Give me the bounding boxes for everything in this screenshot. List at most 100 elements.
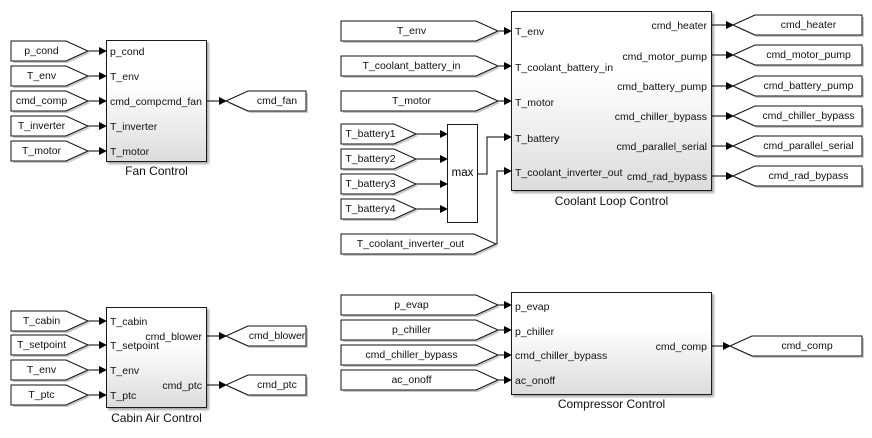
from-tag-ac-onoff[interactable]: [340, 369, 500, 392]
wire: [478, 133, 512, 175]
from-tag-t-env[interactable]: [10, 359, 90, 382]
cabin-air-control-title: Cabin Air Control: [111, 411, 202, 425]
from-tag-t-cabin[interactable]: [10, 310, 90, 333]
goto-tag-cmd-rad-bypass-label: cmd_rad_bypass: [768, 170, 849, 182]
goto-tag-cmd-blower-label: cmd_blower: [248, 330, 306, 342]
goto-tag-cmd-fan[interactable]: [224, 90, 308, 113]
goto-tag-cmd-chiller-bypass-label: cmd_chiller_bypass: [762, 110, 855, 122]
from-tag-t-env[interactable]: [340, 20, 500, 43]
from-tag-t-battery4-label: T_battery4: [345, 203, 396, 215]
cabin-in-port-t-ptc: T_ptc: [110, 390, 137, 402]
compressor-in-port-p-evap: p_evap: [515, 301, 550, 313]
goto-tag-cmd-motor-pump-label: cmd_motor_pump: [766, 49, 851, 61]
from-tag-t-ptc[interactable]: [10, 384, 90, 407]
coolant-in-port-t-env: T_env: [515, 26, 545, 38]
from-tag-t-inverter[interactable]: [10, 115, 90, 138]
cabin-in-port-t-cabin: T_cabin: [110, 316, 148, 328]
from-tag-t-battery2-label: T_battery2: [345, 153, 396, 165]
from-tag-t-setpoint-label: T_setpoint: [16, 339, 67, 351]
fan-control-title: Fan Control: [125, 164, 188, 178]
from-tag-t-coolant-battery-in-label: T_coolant_battery_in: [362, 60, 461, 72]
from-tag-cmd-chiller-bypass-label: cmd_chiller_bypass: [365, 349, 458, 361]
from-tag-t-motor-label: T_motor: [21, 145, 62, 157]
cabin-out-port-cmd-ptc: cmd_ptc: [162, 380, 202, 392]
from-tag-t-motor[interactable]: [340, 90, 500, 113]
from-tag-t-env-label: T_env: [26, 364, 57, 376]
goto-tag-cmd-ptc-label: cmd_ptc: [257, 379, 297, 391]
compressor-in-port-p-chiller: p_chiller: [515, 326, 555, 338]
coolant-loop-control-block[interactable]: T_env T_coolant_battery_in T_motor T_bat…: [511, 11, 712, 191]
goto-tag-cmd-rad-bypass[interactable]: [731, 165, 864, 188]
goto-tag-cmd-fan-label: cmd_fan: [256, 95, 298, 107]
cabin-out-port-cmd-blower: cmd_blower: [145, 331, 202, 343]
signal-wires: [88, 21, 734, 399]
from-tag-t-battery1[interactable]: [340, 123, 418, 146]
from-tag-ac-onoff-label: ac_onoff: [391, 374, 432, 386]
goto-tag-cmd-battery-pump-label: cmd_battery_pump: [763, 80, 854, 92]
fan-in-port-cmd-comp: cmd_comp: [110, 96, 162, 108]
from-tag-t-cabin-label: T_cabin: [22, 315, 61, 327]
coolant-loop-control-title: Coolant Loop Control: [554, 194, 669, 208]
from-tag-cmd-comp[interactable]: [10, 90, 90, 113]
goto-tag-cmd-parallel-serial-label: cmd_parallel_serial: [763, 140, 854, 152]
from-tag-p-chiller-label: p_chiller: [391, 324, 432, 336]
fan-in-port-t-inverter: T_inverter: [110, 121, 158, 133]
from-tag-t-coolant-battery-in[interactable]: [340, 55, 500, 78]
fan-out-port-cmd-fan: cmd_fan: [161, 96, 202, 108]
from-tag-p-evap-label: p_evap: [394, 299, 429, 311]
cabin-in-port-t-env: T_env: [110, 365, 140, 377]
wire: [496, 167, 512, 245]
goto-tag-cmd-ptc[interactable]: [224, 374, 308, 397]
from-tag-t-battery3[interactable]: [340, 173, 418, 196]
from-tag-cmd-chiller-bypass[interactable]: [340, 344, 500, 367]
goto-tag-cmd-comp-label: cmd_comp: [781, 340, 833, 352]
compressor-control-title: Compressor Control: [557, 397, 666, 411]
goto-tag-cmd-parallel-serial[interactable]: [731, 135, 864, 158]
compressor-out-port-cmd-comp: cmd_comp: [655, 341, 707, 353]
from-tag-t-motor-label: T_motor: [391, 95, 432, 107]
from-tag-p-cond-label: p_cond: [24, 45, 59, 57]
fan-control-block[interactable]: p_cond T_env cmd_comp T_inverter T_motor…: [106, 40, 207, 162]
from-tag-t-inverter-label: T_inverter: [17, 120, 66, 132]
from-tag-t-env-label: T_env: [26, 70, 57, 82]
coolant-out-port-cmd-battery-pump: cmd_battery_pump: [617, 81, 707, 93]
fan-in-port-t-env: T_env: [110, 71, 140, 83]
compressor-in-port-cmd-chiller-bypass: cmd_chiller_bypass: [515, 350, 608, 362]
cabin-air-control-block[interactable]: T_cabin T_setpoint T_env T_ptc cmd_blowe…: [106, 307, 207, 408]
from-tag-t-ptc-label: T_ptc: [28, 389, 55, 401]
compressor-control-block[interactable]: p_evap p_chiller cmd_chiller_bypass ac_o…: [511, 292, 712, 395]
signal-tags: [10, 14, 864, 407]
coolant-in-port-t-coolant-battery-in: T_coolant_battery_in: [515, 62, 614, 74]
goto-tag-cmd-heater[interactable]: [731, 14, 864, 37]
from-tag-t-setpoint[interactable]: [10, 334, 90, 357]
from-tag-p-cond[interactable]: [10, 40, 90, 63]
goto-tag-cmd-chiller-bypass[interactable]: [731, 105, 864, 128]
from-tag-t-motor[interactable]: [10, 140, 90, 163]
coolant-out-port-cmd-rad-bypass: cmd_rad_bypass: [627, 171, 707, 183]
goto-tag-cmd-blower[interactable]: [224, 325, 308, 348]
fan-in-port-p-cond: p_cond: [110, 46, 145, 58]
from-tag-p-chiller[interactable]: [340, 319, 500, 342]
coolant-out-port-cmd-parallel-serial: cmd_parallel_serial: [616, 141, 707, 153]
coolant-in-port-t-battery: T_battery: [515, 133, 560, 145]
max-block[interactable]: max: [447, 124, 478, 223]
coolant-out-port-cmd-chiller-bypass: cmd_chiller_bypass: [614, 111, 707, 123]
goto-tag-cmd-battery-pump[interactable]: [731, 75, 864, 98]
from-tag-t-battery4[interactable]: [340, 198, 418, 221]
from-tag-t-coolant-inverter-out[interactable]: [340, 233, 498, 256]
goto-tag-cmd-motor-pump[interactable]: [731, 44, 864, 67]
from-tag-p-evap[interactable]: [340, 294, 500, 317]
from-tag-t-battery3-label: T_battery3: [345, 178, 396, 190]
from-tag-t-battery2[interactable]: [340, 148, 418, 171]
fan-in-port-t-motor: T_motor: [110, 146, 150, 158]
from-tag-t-battery1-label: T_battery1: [345, 128, 396, 140]
coolant-in-port-t-coolant-inverter-out: T_coolant_inverter_out: [515, 167, 623, 179]
from-tag-t-env[interactable]: [10, 65, 90, 88]
coolant-out-port-cmd-motor-pump: cmd_motor_pump: [622, 51, 707, 63]
from-tag-cmd-comp-label: cmd_comp: [15, 95, 68, 107]
max-block-label: max: [451, 167, 474, 179]
goto-tag-cmd-comp[interactable]: [728, 335, 864, 358]
coolant-out-port-cmd-heater: cmd_heater: [651, 20, 707, 32]
coolant-in-port-t-motor: T_motor: [515, 97, 555, 109]
